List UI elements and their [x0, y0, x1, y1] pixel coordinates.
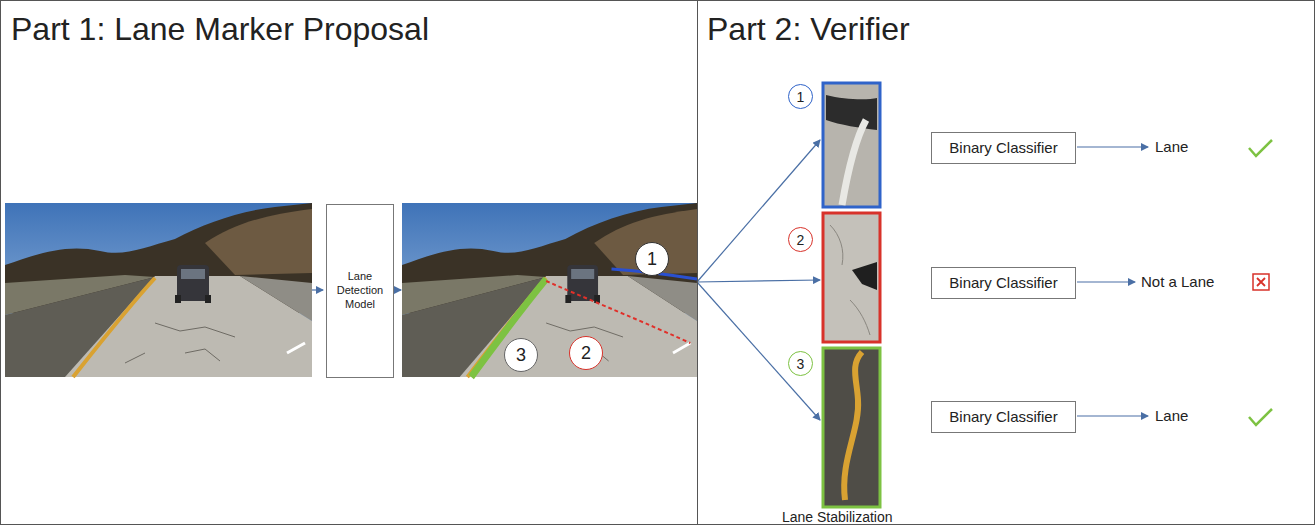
callout-number: 2	[797, 232, 805, 248]
process-box: Binary Classifier	[931, 267, 1076, 299]
callout-number: 2	[581, 343, 591, 364]
callout-circle: 3	[788, 351, 813, 376]
result-label: Lane	[1155, 407, 1188, 424]
panel-title: Part 1: Lane Marker Proposal	[11, 11, 429, 48]
box-label: Binary Classifier	[949, 408, 1057, 427]
callout-circle: 1	[635, 242, 669, 276]
process-box: Binary Classifier	[931, 401, 1076, 433]
callout-circle: 2	[788, 227, 813, 252]
callout-number: 3	[516, 345, 526, 366]
process-box: Lane Detection Model	[326, 204, 394, 378]
box-label: Binary Classifier	[949, 139, 1057, 158]
callout-circle: 1	[788, 84, 813, 109]
callout-circle: 2	[569, 336, 603, 370]
panel: Part 2: Verifier1Binary Classifier2Binar…	[697, 0, 1315, 525]
panel: Part 1: Lane Marker ProposalLane Detecti…	[0, 0, 698, 525]
callout-number: 3	[797, 356, 805, 372]
callout-number: 1	[647, 249, 657, 270]
result-label: Lane	[1155, 138, 1188, 155]
panel-title: Part 2: Verifier	[707, 11, 910, 48]
box-label: Lane Detection Model	[332, 270, 388, 311]
caption-label: Lane Stabilization	[782, 509, 893, 525]
callout-number: 1	[797, 89, 805, 105]
box-label: Binary Classifier	[949, 274, 1057, 293]
result-label: Not a Lane	[1141, 273, 1214, 290]
process-box: Binary Classifier	[931, 132, 1076, 164]
callout-circle: 3	[504, 338, 538, 372]
